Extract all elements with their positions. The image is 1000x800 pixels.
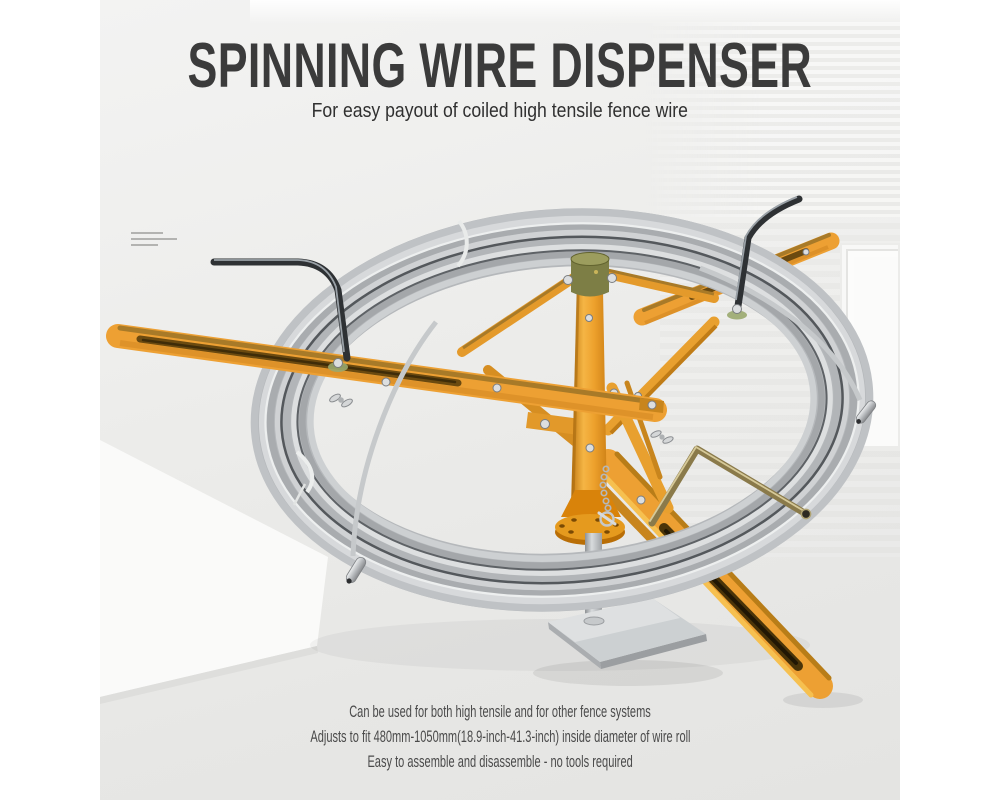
feature-text: Adjusts to fit 480mm-1050mm(18.9-inch-41… bbox=[309, 727, 691, 746]
hex-nut bbox=[333, 358, 343, 368]
feature-text: Can be used for both high tensile and fo… bbox=[349, 702, 651, 721]
dash-lines bbox=[131, 232, 177, 246]
window-blinds bbox=[645, 22, 900, 217]
hub-cap bbox=[571, 259, 609, 297]
top-right-guide-rod bbox=[727, 195, 803, 320]
cable-ties bbox=[292, 219, 469, 506]
page-title: SPINNING WIRE DISPENSER bbox=[0, 30, 1000, 102]
dispenser-frame bbox=[106, 252, 720, 669]
feature-text: Easy to assemble and disassemble - no to… bbox=[367, 752, 633, 771]
base-plate bbox=[548, 598, 707, 669]
wire-end-right bbox=[699, 265, 877, 424]
wall-top-highlight bbox=[250, 0, 900, 24]
flange-bolt-holes bbox=[559, 518, 619, 537]
washer bbox=[727, 310, 747, 320]
feature-line: Can be used for both high tensile and fo… bbox=[0, 699, 1000, 724]
page-subtitle: For easy payout of coiled high tensile f… bbox=[0, 99, 1000, 123]
feature-line: Adjusts to fit 480mm-1050mm(18.9-inch-41… bbox=[0, 724, 1000, 749]
hex-nut bbox=[732, 304, 742, 314]
left-arm bbox=[106, 324, 674, 444]
wire-end-left bbox=[345, 320, 438, 584]
wing-nut bbox=[329, 393, 353, 408]
subtitle-text: For easy payout of coiled high tensile f… bbox=[311, 99, 689, 122]
top-left-guide-rod bbox=[210, 258, 351, 362]
wing-nut bbox=[650, 430, 674, 444]
feature-list: Can be used for both high tensile and fo… bbox=[0, 699, 1000, 774]
wall-corner bbox=[100, 440, 328, 704]
title-text: SPINNING WIRE DISPENSER bbox=[187, 31, 813, 101]
arm-bracket-plate bbox=[526, 412, 588, 436]
feature-line: Easy to assemble and disassemble - no to… bbox=[0, 749, 1000, 774]
brass-guide-rod bbox=[648, 445, 812, 527]
chain-pin bbox=[597, 465, 617, 527]
